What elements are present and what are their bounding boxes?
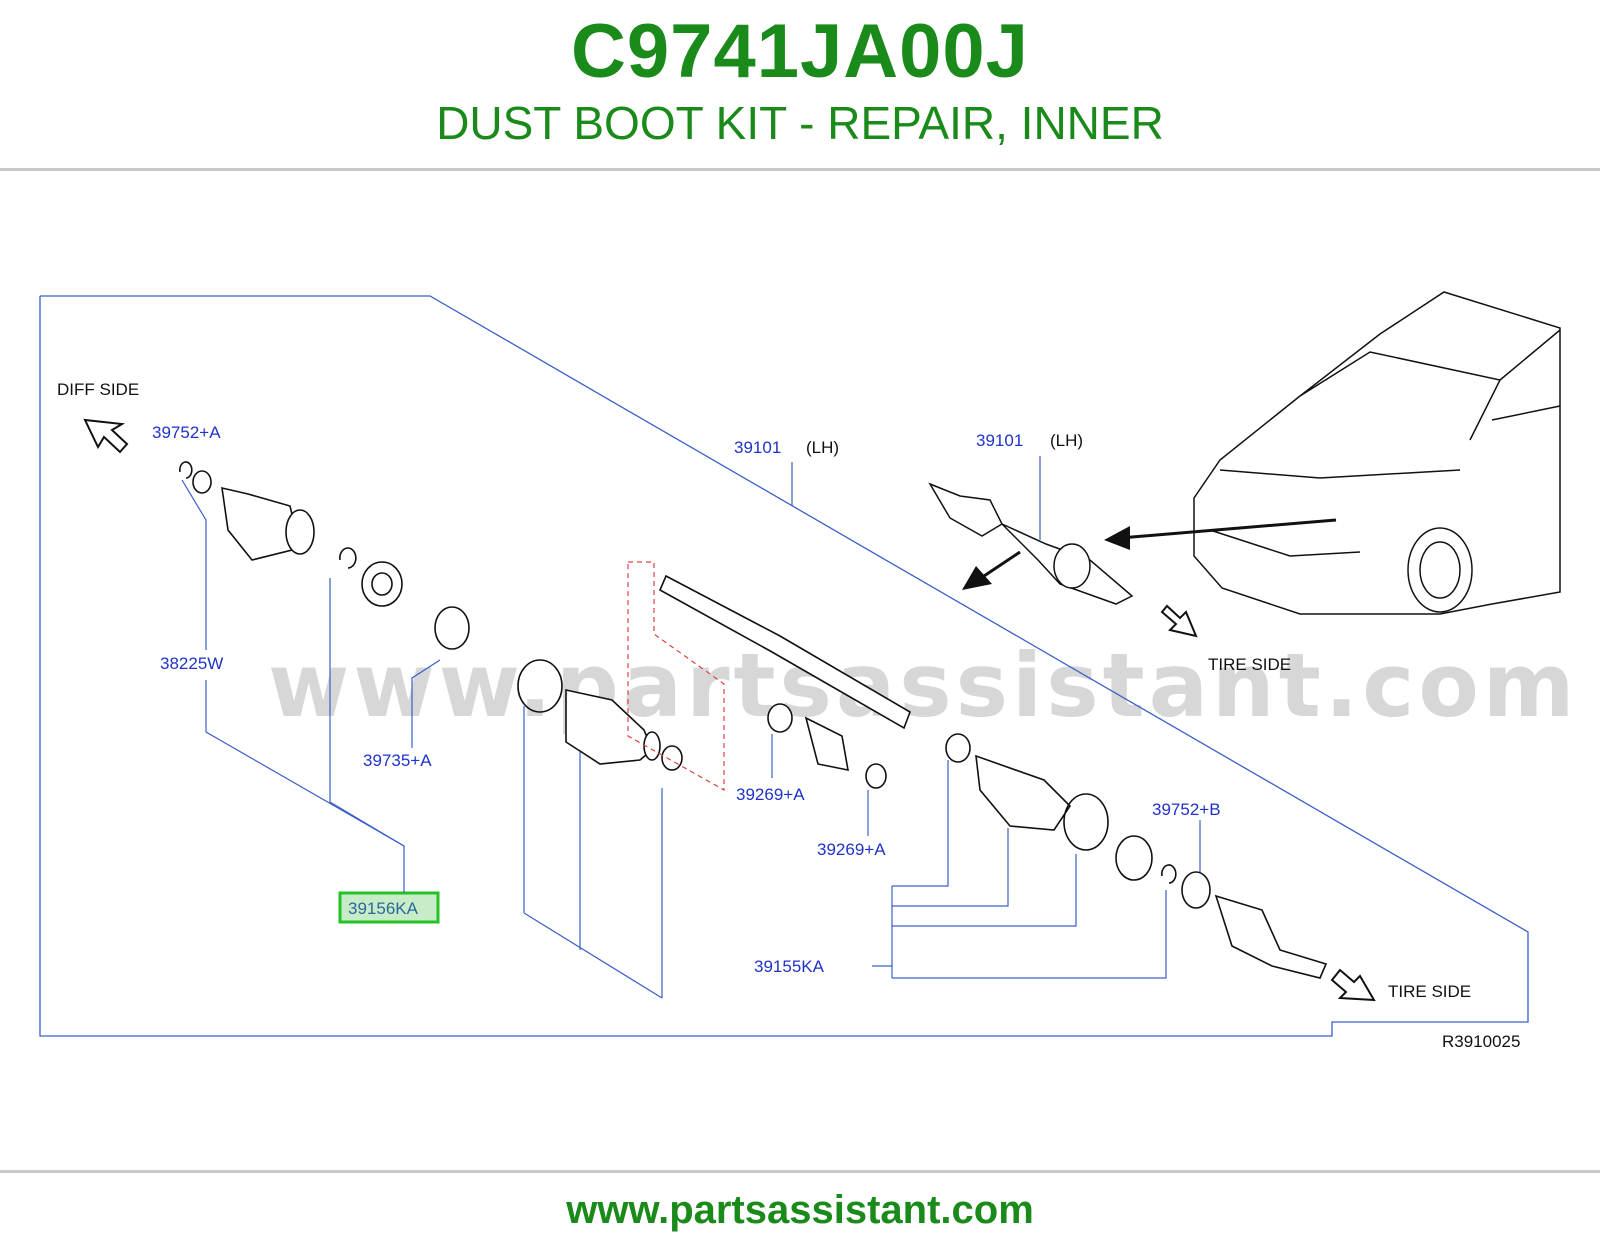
- diff-side-label: DIFF SIDE: [57, 380, 139, 399]
- circlip-icon: [434, 606, 470, 650]
- car-illustration: [1193, 291, 1561, 615]
- header-divider: [0, 168, 1600, 171]
- tire-side-arrow-icon-bottom: [1330, 968, 1376, 1002]
- label-lh-inset: (LH): [1050, 431, 1083, 450]
- shaft-icon: [658, 574, 911, 730]
- tire-side-arrow-icon-top: [1160, 604, 1198, 638]
- leader-lines: [181, 456, 1201, 999]
- washer-icon: [192, 470, 212, 494]
- diagram-frame: [39, 295, 1529, 1037]
- diff-side-arrow-icon: [83, 418, 129, 454]
- band-clamp-icon: [517, 659, 563, 713]
- label-39101-main[interactable]: 39101: [734, 438, 781, 457]
- inset-driveshaft: [928, 482, 1134, 605]
- footer-url[interactable]: www.partsassistant.com: [566, 1188, 1034, 1232]
- outer-boot-icon: [975, 754, 1072, 831]
- footer-divider: [0, 1170, 1600, 1173]
- label-39752a[interactable]: 39752+A: [152, 423, 221, 442]
- label-38225w[interactable]: 38225W: [160, 654, 223, 673]
- label-lh-main: (LH): [806, 438, 839, 457]
- label-39269a-1[interactable]: 39269+A: [736, 785, 805, 804]
- label-39101-inset[interactable]: 39101: [976, 431, 1023, 450]
- tire-side-label-top: TIRE SIDE: [1208, 655, 1291, 674]
- page-header: C9741JA00J DUST BOOT KIT - REPAIR, INNER: [0, 0, 1600, 170]
- snap-ring-icon: [179, 461, 193, 479]
- driveshaft-parts: [179, 461, 1328, 979]
- label-39752b[interactable]: 39752+B: [1152, 800, 1221, 819]
- outer-joint-icon: [1214, 894, 1328, 979]
- outer-bearing-icon: [1115, 835, 1153, 881]
- label-39269a-2[interactable]: 39269+A: [817, 840, 886, 859]
- watermark-text: www.partsassistant.com: [268, 634, 1579, 737]
- label-39155ka[interactable]: 39155KA: [754, 957, 825, 976]
- reference-code: R3910025: [1442, 1032, 1520, 1051]
- label-39735a[interactable]: 39735+A: [363, 751, 432, 770]
- label-39156ka-highlighted[interactable]: 39156KA: [348, 899, 419, 918]
- tire-side-label-bottom: TIRE SIDE: [1388, 982, 1471, 1001]
- inset-arrow-icons: [962, 518, 1337, 590]
- part-description: DUST BOOT KIT - REPAIR, INNER: [436, 97, 1164, 149]
- highlight-box[interactable]: [338, 891, 440, 924]
- part-number-title: C9741JA00J: [571, 9, 1029, 94]
